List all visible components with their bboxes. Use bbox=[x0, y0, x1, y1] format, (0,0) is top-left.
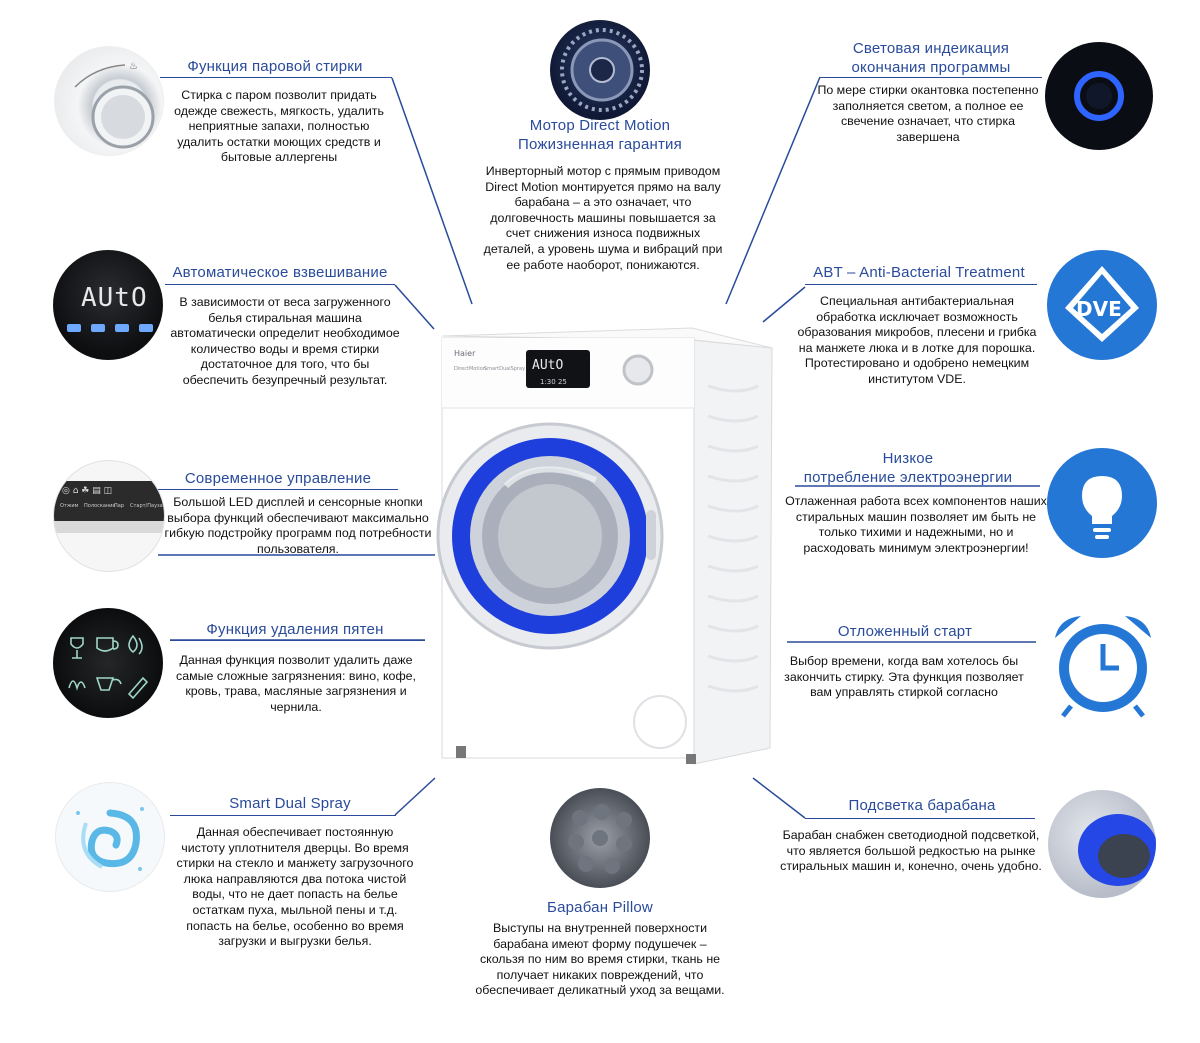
spray-desc: Данная обеспечивает постоянную чистоту у… bbox=[176, 825, 414, 949]
control-label-spin: Отжим bbox=[60, 503, 79, 509]
stain-title: Функция удаления пятен bbox=[206, 621, 384, 638]
auto-display-text: AUtO bbox=[81, 283, 148, 313]
pillow-title: Барабан Pillow bbox=[547, 899, 653, 916]
steam-knob-icon: ♨ bbox=[54, 46, 164, 156]
machine-display: AUtO bbox=[532, 358, 563, 373]
drum-light-icon bbox=[1048, 790, 1156, 898]
pen-icon bbox=[127, 676, 149, 700]
machine-brand: Haier bbox=[454, 349, 476, 358]
control-label-steam: Пар bbox=[114, 503, 124, 509]
pillow-desc: Выступы на внутренней поверхности бараба… bbox=[475, 921, 725, 998]
control-panel-icon: ◎ ⌂ ☘ ▤ ◫ Отжим Полоскание Пар Старт/Пау… bbox=[53, 460, 165, 572]
abt-title: ABT – Anti-Bacterial Treatment bbox=[813, 264, 1025, 281]
door-light-icon bbox=[1045, 42, 1153, 150]
weigh-title: Автоматическое взвешивание bbox=[172, 264, 388, 281]
wine-icon bbox=[70, 637, 84, 659]
spray-underline bbox=[170, 815, 396, 816]
coffee-icon bbox=[96, 637, 119, 652]
machine-time: 1:30 25 bbox=[540, 378, 567, 386]
control-underline bbox=[158, 489, 398, 490]
steam-desc: Стирка с паром позволит придать одежде с… bbox=[174, 88, 384, 165]
energy-title: Низкое потребление электроэнергии bbox=[803, 450, 1013, 486]
stain-desc: Данная функция позволит удалить даже сам… bbox=[176, 653, 416, 714]
weigh-desc: В зависимости от веса загруженного белья… bbox=[170, 295, 400, 387]
light-title: Световая индеикация окончания программы bbox=[851, 40, 1011, 76]
energy-desc: Отлаженная работа всех компонентов наших… bbox=[785, 494, 1047, 555]
lightbulb-icon bbox=[1047, 448, 1157, 558]
svg-text:♨: ♨ bbox=[129, 61, 138, 72]
vde-badge-text: DVE bbox=[1076, 297, 1122, 321]
stain-icons bbox=[53, 608, 163, 718]
control-title: Современное управление bbox=[184, 470, 372, 487]
delay-desc: Выбор времени, когда вам хотелось бы зак… bbox=[784, 654, 1024, 700]
spray-title: Smart Dual Spray bbox=[229, 795, 351, 812]
drumlight-underline bbox=[805, 818, 1035, 819]
weigh-underline bbox=[165, 284, 395, 285]
steam-title: Функция паровой стирки bbox=[187, 58, 363, 75]
drumlight-title: Подсветка барабана bbox=[848, 797, 996, 814]
grass-icon bbox=[68, 680, 86, 691]
motor-title: Мотор Direct Motion Пожизненная гарантия bbox=[518, 117, 682, 153]
svg-text:◎ ⌂ ☘ ▤ ◫: ◎ ⌂ ☘ ▤ ◫ bbox=[62, 486, 112, 496]
machine-label-dm: DirectMotion bbox=[454, 366, 486, 372]
steam-underline bbox=[160, 77, 392, 78]
pillow-drum-icon bbox=[550, 788, 650, 888]
water-swirl-icon bbox=[55, 782, 165, 892]
washing-machine: AUtO 1:30 25 Haier DirectMotion SmartDua… bbox=[436, 326, 776, 766]
vde-icon: DVE bbox=[1047, 250, 1157, 360]
abt-desc: Специальная антибактериальная обработка … bbox=[797, 294, 1037, 386]
alarm-clock-icon bbox=[1047, 608, 1159, 720]
control-desc: Большой LED дисплей и сенсорные кнопки в… bbox=[164, 495, 432, 556]
light-underline bbox=[820, 77, 1042, 78]
abt-underline bbox=[805, 284, 1037, 285]
oil-icon bbox=[95, 677, 122, 691]
light-desc: По мере стирки окантовка постепенно запо… bbox=[817, 83, 1039, 144]
drumlight-desc: Барабан снабжен светодиодной подсветкой,… bbox=[780, 828, 1042, 874]
control-label-start: Старт/Пауза bbox=[130, 503, 163, 509]
stain-underline bbox=[170, 640, 425, 641]
motor-desc: Инверторный мотор с прямым приводом Dire… bbox=[483, 164, 723, 272]
blood-icon bbox=[128, 634, 143, 655]
auto-display-icon: AUtO bbox=[53, 250, 163, 360]
control-label-rinse: Полоскание bbox=[84, 503, 116, 509]
motor-icon bbox=[550, 20, 650, 120]
machine-label-sds: SmartDualSpray bbox=[484, 366, 525, 372]
delay-title: Отложенный старт bbox=[837, 623, 973, 640]
